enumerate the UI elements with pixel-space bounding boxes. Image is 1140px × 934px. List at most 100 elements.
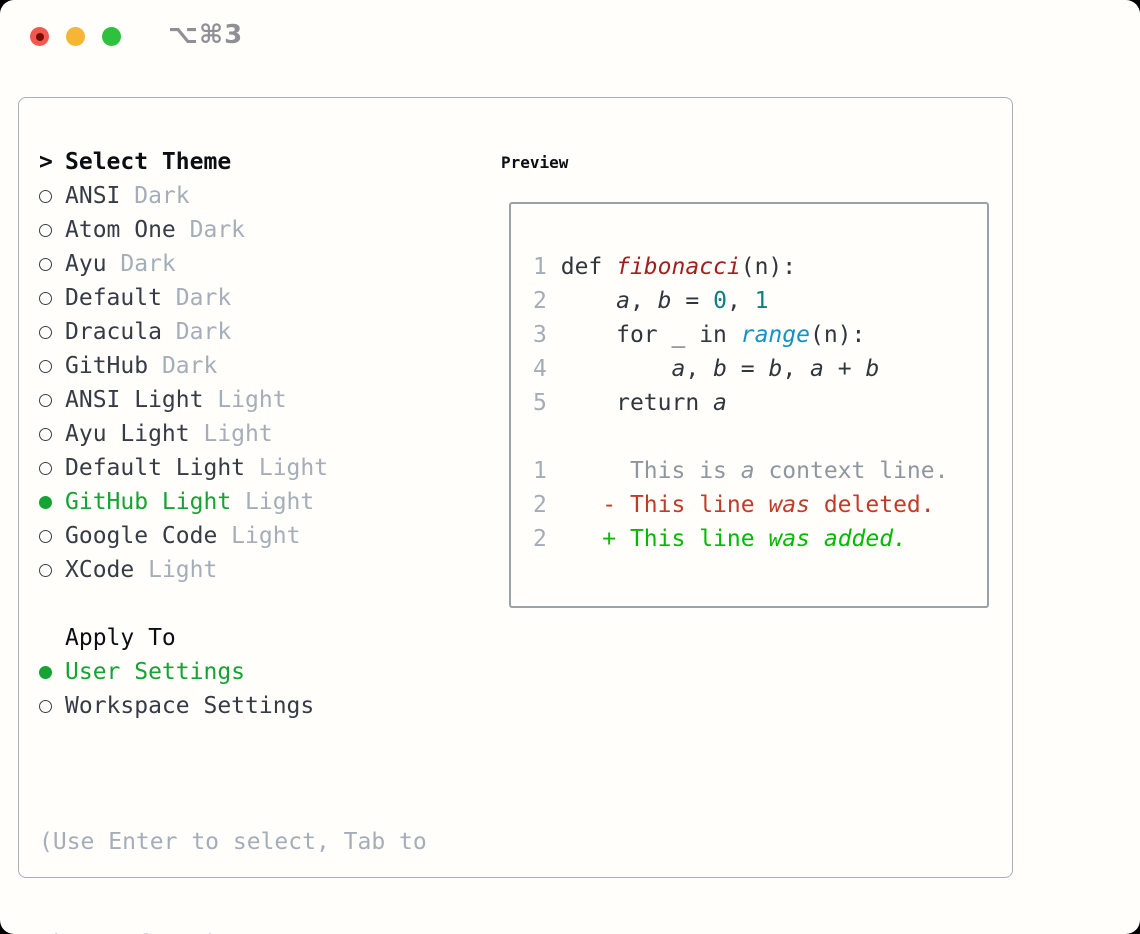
marker-slot xyxy=(39,427,65,441)
apply-option-workspace-settings[interactable]: Workspace Settings xyxy=(39,689,489,723)
radio-selected-icon xyxy=(39,665,52,679)
code-token: 0 xyxy=(713,288,727,314)
code-token: a xyxy=(713,390,727,416)
theme-item-xcode[interactable]: XCode Light xyxy=(39,553,489,587)
apply-option-user-settings[interactable]: User Settings xyxy=(39,655,489,689)
preview-line: 2 a, b = 0, 1 xyxy=(533,284,987,318)
code-token xyxy=(561,288,616,314)
marker-slot xyxy=(39,495,65,509)
theme-item-default-light[interactable]: Default Light Light xyxy=(39,451,489,485)
option-variant-label: Dark xyxy=(161,285,232,311)
marker-slot xyxy=(39,325,65,339)
option-variant-label: Dark xyxy=(148,353,218,379)
line-number: 1 xyxy=(533,458,547,484)
zoom-button[interactable] xyxy=(102,27,121,46)
theme-item-ansi-light[interactable]: ANSI Light Light xyxy=(39,383,489,417)
code-token: b xyxy=(657,288,672,314)
code-token: , xyxy=(782,356,811,382)
radio-icon xyxy=(39,291,52,305)
code-token: a xyxy=(671,356,686,382)
radio-icon xyxy=(39,223,52,237)
marker-slot xyxy=(39,359,65,373)
line-number: 2 xyxy=(533,526,547,552)
theme-item-default[interactable]: Default Dark xyxy=(39,281,489,315)
option-variant-label: Dark xyxy=(120,183,190,209)
select-theme-header: > Select Theme xyxy=(39,145,489,179)
line-number: 5 xyxy=(533,390,547,416)
preview-line: 2 - This line was deleted. xyxy=(533,488,987,522)
code-token: was xyxy=(768,492,810,518)
code-token: = xyxy=(671,288,714,314)
code-token: b xyxy=(713,356,727,382)
preview-title: Preview xyxy=(501,152,569,172)
theme-item-github[interactable]: GitHub Dark xyxy=(39,349,489,383)
hint-line-1: (Use Enter to select, Tab to xyxy=(39,829,427,855)
preview-line: 1 This is a context line. xyxy=(533,454,987,488)
option-variant-label: Light xyxy=(189,421,273,447)
option-variant-label: Light xyxy=(203,387,287,413)
close-dot-icon xyxy=(35,32,44,41)
code-token: = xyxy=(726,356,769,382)
preview-line: 2 + This line was added. xyxy=(533,522,987,556)
marker-slot xyxy=(39,189,65,203)
theme-item-ansi[interactable]: ANSI Dark xyxy=(39,179,489,213)
code-token xyxy=(810,526,824,552)
hint-line-2: change focus) xyxy=(39,927,489,934)
line-number: 2 xyxy=(533,492,547,518)
spacer xyxy=(39,723,489,757)
code-token: b xyxy=(865,356,880,382)
preview-line: 1 def fibonacci(n): xyxy=(533,250,987,284)
option-label: GitHub xyxy=(65,353,149,379)
option-variant-label: Light xyxy=(134,557,218,583)
preview-header: Preview xyxy=(501,145,989,179)
close-button[interactable] xyxy=(30,27,49,46)
code-token: , xyxy=(629,288,658,314)
option-label: Ayu Light xyxy=(65,421,190,447)
option-label: Ayu xyxy=(65,251,107,277)
option-variant-label: Dark xyxy=(175,217,246,243)
code-token: a xyxy=(740,458,755,484)
marker-slot xyxy=(39,393,65,407)
radio-icon xyxy=(39,563,52,577)
option-label: ANSI xyxy=(65,183,121,209)
marker-slot xyxy=(39,291,65,305)
spacer xyxy=(39,587,489,621)
code-token: 1 xyxy=(754,288,769,314)
theme-item-google-code[interactable]: Google Code Light xyxy=(39,519,489,553)
theme-item-github-light[interactable]: GitHub Light Light xyxy=(39,485,489,519)
marker-slot xyxy=(39,563,65,577)
code-token: a xyxy=(616,288,630,314)
select-theme-title: Select Theme xyxy=(65,149,232,175)
code-token: range xyxy=(740,322,810,348)
radio-icon xyxy=(39,461,52,475)
apply-to-title: Apply To xyxy=(65,625,176,651)
option-variant-label: Dark xyxy=(106,251,176,277)
theme-item-ayu-light[interactable]: Ayu Light Light xyxy=(39,417,489,451)
minimize-button[interactable] xyxy=(66,27,85,46)
option-label: ANSI Light xyxy=(65,387,204,413)
marker-slot xyxy=(39,529,65,543)
option-variant-label: Dark xyxy=(161,319,232,345)
prompt-icon: > xyxy=(39,149,53,175)
option-label: Atom One xyxy=(65,217,176,243)
theme-item-dracula[interactable]: Dracula Dark xyxy=(39,315,489,349)
code-token: b xyxy=(768,356,783,382)
code-token: context line. xyxy=(754,458,949,484)
line-number: 1 xyxy=(533,254,547,280)
option-variant-label: Light xyxy=(245,455,329,481)
radio-icon xyxy=(39,189,52,203)
theme-item-atom-one[interactable]: Atom One Dark xyxy=(39,213,489,247)
radio-icon xyxy=(39,325,52,339)
marker-slot xyxy=(39,223,65,237)
option-label: Default Light xyxy=(65,455,246,481)
theme-item-ayu[interactable]: Ayu Dark xyxy=(39,247,489,281)
option-label: Default xyxy=(65,285,162,311)
radio-icon xyxy=(39,257,52,271)
code-token: def xyxy=(560,254,617,280)
hint-text: (Use Enter to select, Tab to change focu… xyxy=(39,757,489,934)
code-token: fibonacci xyxy=(616,254,741,280)
marker-slot xyxy=(39,257,65,271)
